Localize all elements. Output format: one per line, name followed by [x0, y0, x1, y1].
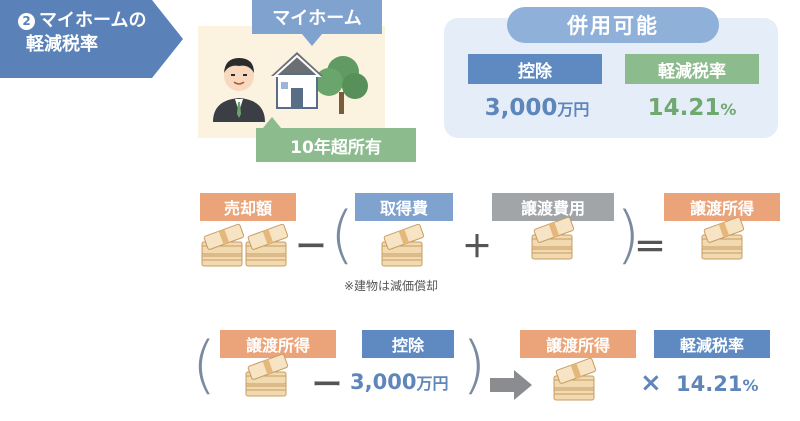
open-bracket: ( [330, 198, 355, 271]
money-stack-icon [701, 216, 745, 260]
section-title: 2 マイホームの 軽減税率 [18, 9, 158, 57]
close-bracket: ) [616, 198, 641, 271]
transfer-income-label: 譲渡所得 [664, 193, 780, 221]
section-title-line1: マイホームの [39, 10, 147, 31]
combo-deduction-value: 3,000万円 [484, 95, 590, 121]
house-icon [271, 52, 323, 109]
equals-sign: ＝ [634, 228, 667, 266]
ownership-pointer [263, 117, 281, 128]
combination-title: 併用可能 [507, 7, 719, 43]
transfer-cost-label: 譲渡費用 [492, 193, 614, 221]
minus-sign-2: ー [312, 368, 342, 403]
section-number-badge: 2 [18, 12, 35, 30]
my-home-label: マイホーム [252, 0, 382, 34]
depreciation-note: ※建物は減価償却 [344, 279, 439, 293]
deduction-value-2: 3,000万円 [350, 370, 449, 394]
ownership-label: 10年超所有 [256, 128, 416, 162]
combo-rate-label: 軽減税率 [625, 54, 759, 84]
minus-sign: ー [296, 230, 326, 265]
money-stack-icon [531, 216, 575, 260]
combo-deduction-label: 控除 [468, 54, 602, 84]
person-icon [213, 58, 265, 122]
close-bracket-2: ) [462, 328, 487, 401]
open-bracket-2: ( [192, 328, 217, 401]
times-sign: × [640, 368, 662, 398]
money-stack-icon [201, 223, 289, 267]
income-label-2: 譲渡所得 [220, 330, 336, 358]
money-stack-icon [553, 357, 597, 401]
sale-price-label: 売却額 [200, 193, 296, 221]
plus-sign: ＋ [462, 230, 492, 265]
result-income-label: 譲渡所得 [520, 330, 636, 358]
right-arrow-icon [490, 370, 532, 400]
speech-pointer [302, 34, 322, 46]
money-stack-icon [245, 353, 289, 397]
section-title-line2: 軽減税率 [26, 34, 98, 55]
money-stack-icon [381, 223, 425, 267]
reduced-rate-value-2: 14.21% [676, 372, 759, 396]
home-owner-illustration [213, 52, 368, 122]
deduction-label-2: 控除 [362, 330, 454, 358]
acquisition-cost-label: 取得費 [355, 193, 453, 221]
reduced-rate-label-2: 軽減税率 [654, 330, 770, 358]
combo-rate-value: 14.21% [647, 95, 737, 121]
tree-icon [315, 56, 368, 114]
